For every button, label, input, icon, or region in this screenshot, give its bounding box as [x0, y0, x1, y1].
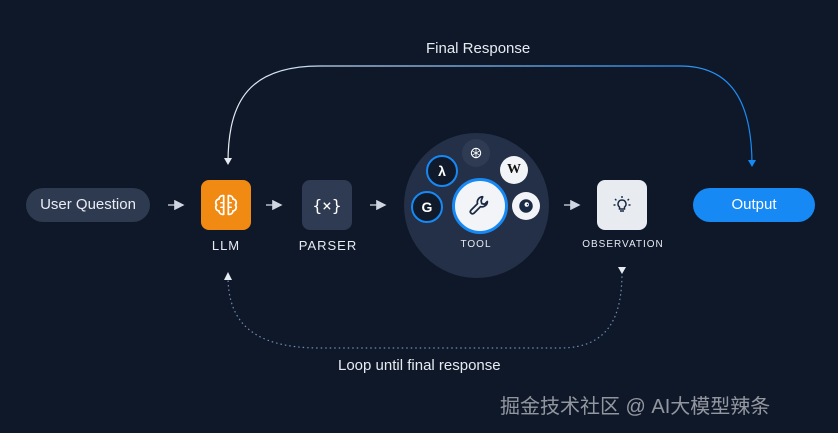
- arc-arrow-right: [748, 160, 756, 167]
- parser-caption: PARSER: [298, 238, 358, 253]
- duckduckgo-icon: [512, 192, 540, 220]
- observation-caption: OBSERVATION: [582, 239, 664, 250]
- output-bubble: Output: [693, 188, 815, 222]
- brain-icon: [214, 194, 238, 216]
- final-response-arc: [227, 65, 753, 166]
- tool-caption: TOOL: [460, 239, 492, 250]
- wrench-icon: [469, 195, 489, 215]
- arc-arrow-left: [224, 158, 232, 165]
- wikipedia-icon: W: [500, 156, 528, 184]
- llm-node: [201, 180, 251, 230]
- parser-symbol: {×}: [312, 195, 342, 215]
- final-response-label: Final Response: [426, 40, 531, 57]
- openai-icon: [462, 139, 490, 167]
- tool-node: [452, 178, 508, 234]
- google-icon: G: [411, 191, 443, 223]
- llm-caption: LLM: [211, 238, 241, 253]
- loop-arc: [227, 271, 623, 349]
- user-question-bubble: User Question: [26, 188, 150, 222]
- lambda-icon: λ: [426, 155, 458, 187]
- loop-arrow-right: [618, 267, 626, 274]
- loop-label: Loop until final response: [338, 357, 501, 374]
- observation-node: [597, 180, 647, 230]
- loop-arrow-left: [224, 272, 232, 280]
- lightbulb-icon: [613, 196, 631, 212]
- watermark: 掘金技术社区 @ AI大模型辣条: [500, 396, 771, 418]
- parser-node: {×}: [302, 180, 352, 230]
